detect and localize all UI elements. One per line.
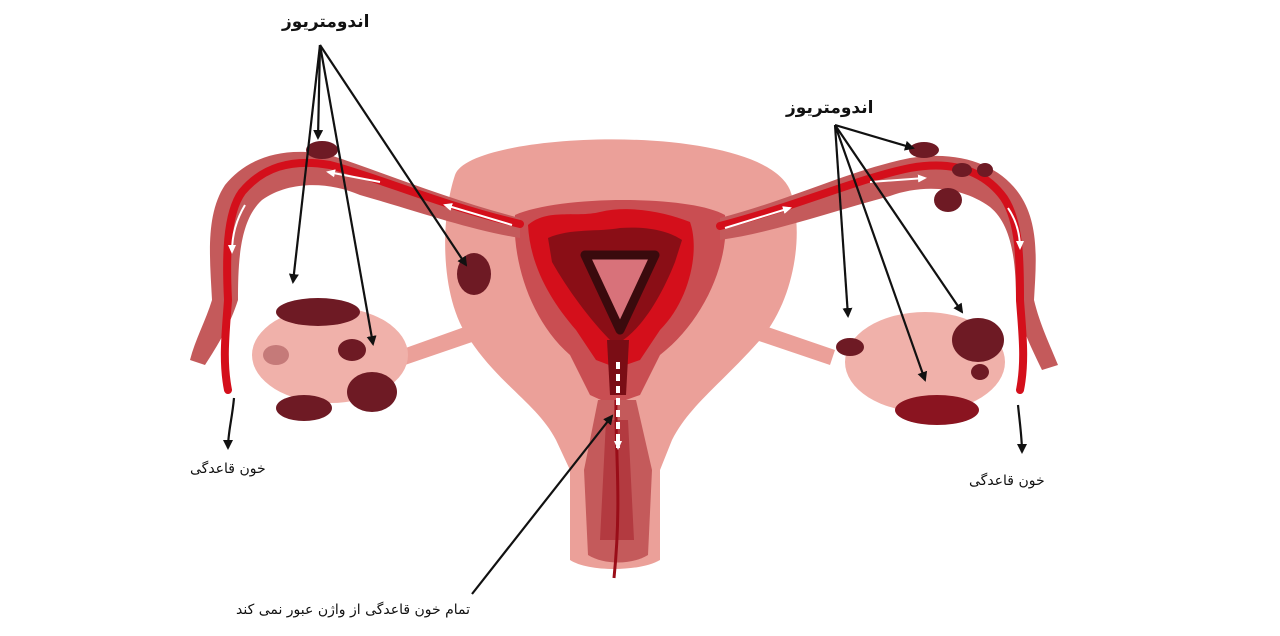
lesion-left-tube (306, 141, 338, 159)
arrow-endo-left-1 (313, 44, 324, 140)
arrow-endo-left-3 (318, 44, 377, 346)
arrow-not-all-blood (471, 414, 614, 595)
arrow-endo-right-1 (834, 123, 915, 151)
arrow-endo-right-3 (833, 124, 928, 382)
right-fallopian-tube (716, 155, 1058, 394)
arrow-endo-right-4 (834, 124, 964, 314)
arrow-blood-right (1016, 404, 1027, 454)
lesion-right-tube-2 (952, 163, 972, 177)
arrow-endo-left-2 (288, 44, 322, 284)
menstrual-blood-label-left: خون قاعدگی (190, 461, 266, 477)
endometriosis-label-left: اندومتریوز (282, 12, 370, 32)
left-fallopian-tube (190, 151, 524, 394)
arrow-endo-left-4 (319, 44, 468, 267)
arrow-blood-left (223, 397, 236, 450)
arrow-endo-right-2 (833, 124, 853, 318)
endometrium (528, 209, 694, 450)
menstrual-blood-label-right: خون قاعدگی (969, 473, 1045, 489)
lesion-right-tube-1 (909, 142, 939, 158)
leader-arrows (223, 44, 1027, 595)
lesion-right-tube-4 (934, 188, 962, 212)
not-all-blood-exits-label: تمام خون قاعدگی از واژن عبور نمی کند (236, 602, 471, 618)
right-ovary (836, 312, 1005, 425)
lesion-right-tube-3 (977, 163, 993, 177)
left-ovary (252, 298, 408, 421)
endometriosis-label-right: اندومتریوز (786, 98, 874, 118)
